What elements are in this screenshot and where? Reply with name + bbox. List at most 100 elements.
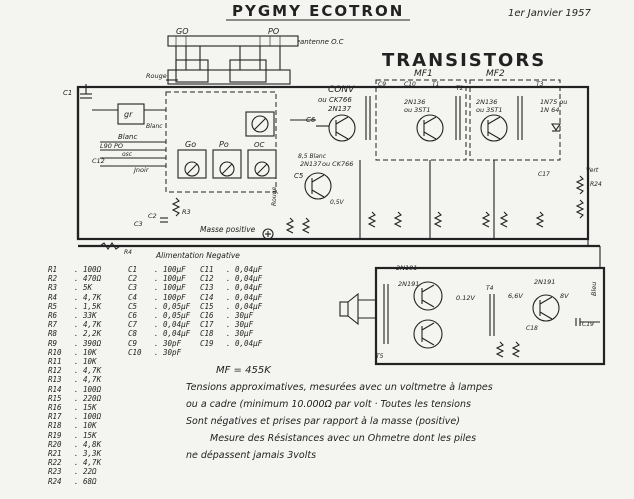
legend-row: R21. 3,3K <box>48 449 102 459</box>
legend-name: R19 <box>48 430 62 440</box>
legend-name: R15 <box>48 393 62 403</box>
mf2-transistor-ref: ou 3ST1 <box>476 106 503 114</box>
legend-value: 4,7K <box>83 458 102 468</box>
blanc-label-1: Blanc <box>146 123 163 130</box>
legend-value: 0,04µF <box>235 301 263 311</box>
legend-name: C7 <box>128 320 138 330</box>
legend-value: 5K <box>83 283 93 293</box>
legend-value: 4,7K <box>83 320 102 330</box>
legend-name: R4 <box>48 292 58 302</box>
c18-label: C18 <box>526 325 538 332</box>
c9-label: C9 <box>378 81 386 88</box>
t3-label: T3 <box>536 81 544 88</box>
v8-label: 8V <box>560 292 569 300</box>
legend-value: 30pF <box>163 347 182 357</box>
legend-value: 15K <box>83 430 97 440</box>
alimentation-label: Alimentation Negative <box>155 251 240 260</box>
go-box <box>177 149 207 179</box>
legend-row: R5. 1,5K <box>48 301 102 311</box>
section-title: TRANSISTORS <box>382 50 546 71</box>
t1-label: T1 <box>432 81 439 88</box>
legend-name: C10 <box>128 347 142 357</box>
legend-value: 390Ω <box>83 338 102 348</box>
note-line-3: Sont négatives et prises par rapport à l… <box>186 416 460 427</box>
driver-label: 2N191 <box>534 278 555 286</box>
t4-label: T4 <box>486 285 494 292</box>
legend-name: C6 <box>128 311 138 321</box>
conv-ref: ou CK766 <box>318 96 352 104</box>
r3-label: R3 <box>182 208 191 216</box>
legend-row: R3. 5K <box>48 283 93 293</box>
legend-row: C3. 100µF <box>128 283 186 293</box>
legend-name: R23 <box>48 467 62 477</box>
legend-name: C4 <box>128 292 138 302</box>
legend-value: 30µF <box>235 311 254 321</box>
legend-name: C12 <box>200 274 214 284</box>
legend-name: R13 <box>48 375 62 385</box>
c3-label: C3 <box>134 220 143 228</box>
legend-name: R24 <box>48 476 62 486</box>
legend-row: R20. 4,8K <box>48 439 102 449</box>
legend-row: C4. 100pF <box>128 292 186 302</box>
note-mf: MF = 455K <box>216 365 271 376</box>
legend-row: R14. 100Ω <box>48 384 102 394</box>
legend-name: R8 <box>48 329 58 339</box>
legend-name: C19 <box>200 338 214 348</box>
legend-row: R11. 10K <box>48 357 97 367</box>
legend-row: R23. 22Ω <box>48 467 97 477</box>
mf1-transistor-ref: ou 3ST1 <box>404 106 431 114</box>
legend-row: R4. 4,7K <box>48 292 102 302</box>
c5-label: C5 <box>294 172 304 180</box>
legend-row: R19. 15K <box>48 430 97 440</box>
r4-label: R4 <box>124 249 132 256</box>
notes: MF = 455K Tensions approximatives, mesur… <box>186 362 606 464</box>
legend-name: R2 <box>48 274 58 284</box>
legend-value: 3,3K <box>83 449 102 459</box>
mf1-label: MF1 <box>414 69 433 79</box>
legend-name: C16 <box>200 311 214 321</box>
legend-row: R8. 2,2K <box>48 329 102 339</box>
rouge2-label: Rouge <box>271 187 278 206</box>
legend-row: C11. 0,04µF <box>200 265 263 274</box>
pushpull-2-label: 2N191 <box>396 264 417 272</box>
legend-value: 100µF <box>163 265 186 274</box>
legend-value: 30pF <box>163 338 182 348</box>
legend-row: R6. 33K <box>48 311 97 321</box>
legend-name: R18 <box>48 421 62 431</box>
v012-label: 0.12V <box>456 294 475 302</box>
legend-value: 0,04µF <box>235 338 263 348</box>
legend-name: R7 <box>48 320 58 330</box>
legend-value: 10K <box>83 357 97 367</box>
legend-value: 0,05µF <box>163 301 191 311</box>
note-line-5: ne dépassent jamais 3volts <box>186 450 317 461</box>
legend-row: C1. 100µF <box>128 265 186 274</box>
l-go-label: L90 PO <box>100 142 123 150</box>
legend-value: 30µF <box>235 329 254 339</box>
legend-name: C9 <box>128 338 138 348</box>
legend-row: C19. 0,04µF <box>200 338 263 348</box>
legend-row: R16. 15K <box>48 403 97 413</box>
legend-name: R14 <box>48 384 62 394</box>
masse-positive-label: Masse positive <box>200 225 256 234</box>
driver-transistor <box>532 294 560 322</box>
legend-row: C7. 0,04µF <box>128 320 191 330</box>
bleu-label: Bleu <box>590 282 598 296</box>
legend-value: 0,04µF <box>235 265 263 274</box>
mf2-transistor <box>480 114 508 142</box>
po-box <box>212 149 242 179</box>
osc-label: osc <box>122 151 133 158</box>
legend-row: C6. 0,05µF <box>128 311 191 321</box>
legend-name: C13 <box>200 283 214 293</box>
conv-label: CONV <box>328 85 355 95</box>
note-line-2: ou a cadre (minimum 10.000Ω par volt · T… <box>186 399 471 410</box>
po-box-label: Po <box>219 140 229 149</box>
legend-row: R12. 4,7K <box>48 366 102 376</box>
legend-name: R1 <box>48 265 58 274</box>
legend-row: R15. 220Ω <box>48 393 102 403</box>
legend-row: R7. 4,7K <box>48 320 102 330</box>
gr-box <box>117 103 145 125</box>
legend-value: 100Ω <box>83 265 102 274</box>
legend-name: R20 <box>48 439 62 449</box>
